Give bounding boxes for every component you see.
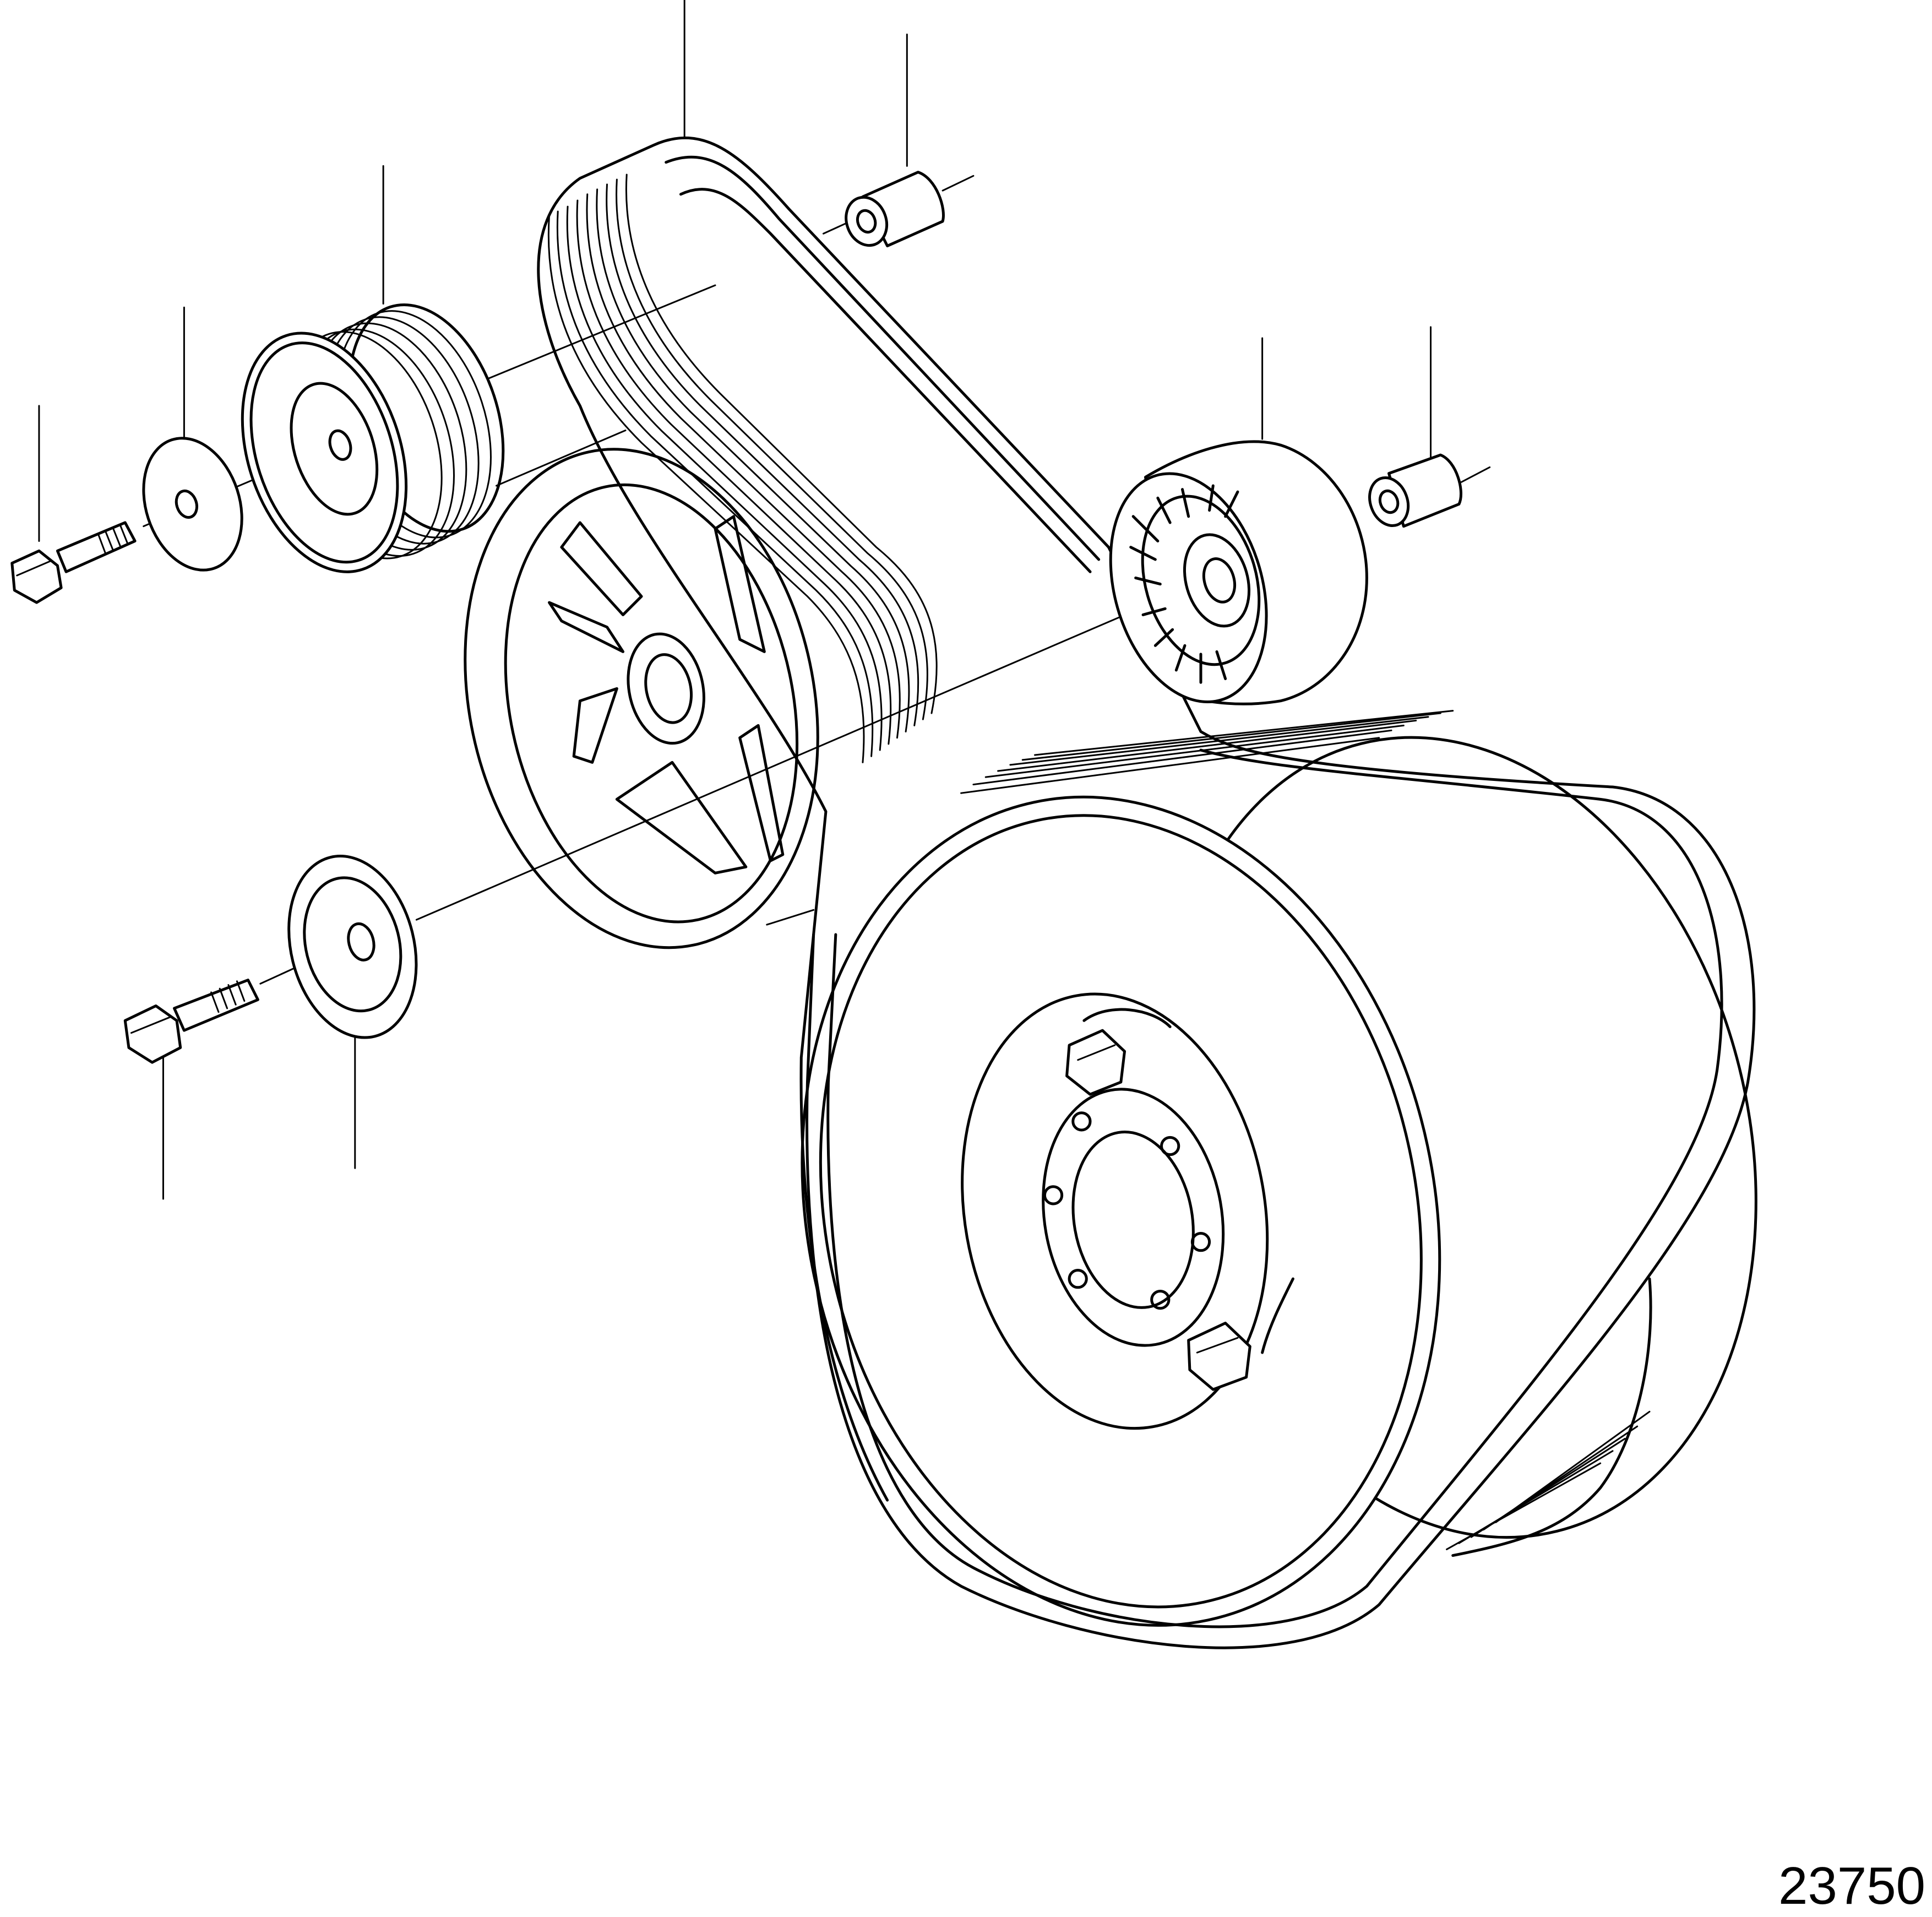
hub-bolt-lower [1189, 1323, 1250, 1390]
figure-number: 23750 [1778, 1856, 1925, 1915]
crankshaft-pulley [727, 674, 1837, 1685]
upper-bolt [12, 523, 135, 602]
leader-lines [39, 0, 1431, 1199]
right-spacer [1363, 455, 1461, 531]
hub-bolt-upper [1067, 1030, 1125, 1094]
upper-washer [127, 425, 258, 583]
lower-bolt [125, 980, 258, 1063]
idler-pulley [214, 285, 530, 593]
upper-spacer [840, 172, 944, 251]
tensioner-pulley [1085, 442, 1367, 720]
lower-washer [270, 843, 434, 1051]
poly-v-belt [538, 138, 1754, 1648]
spoked-pulley [421, 416, 862, 981]
